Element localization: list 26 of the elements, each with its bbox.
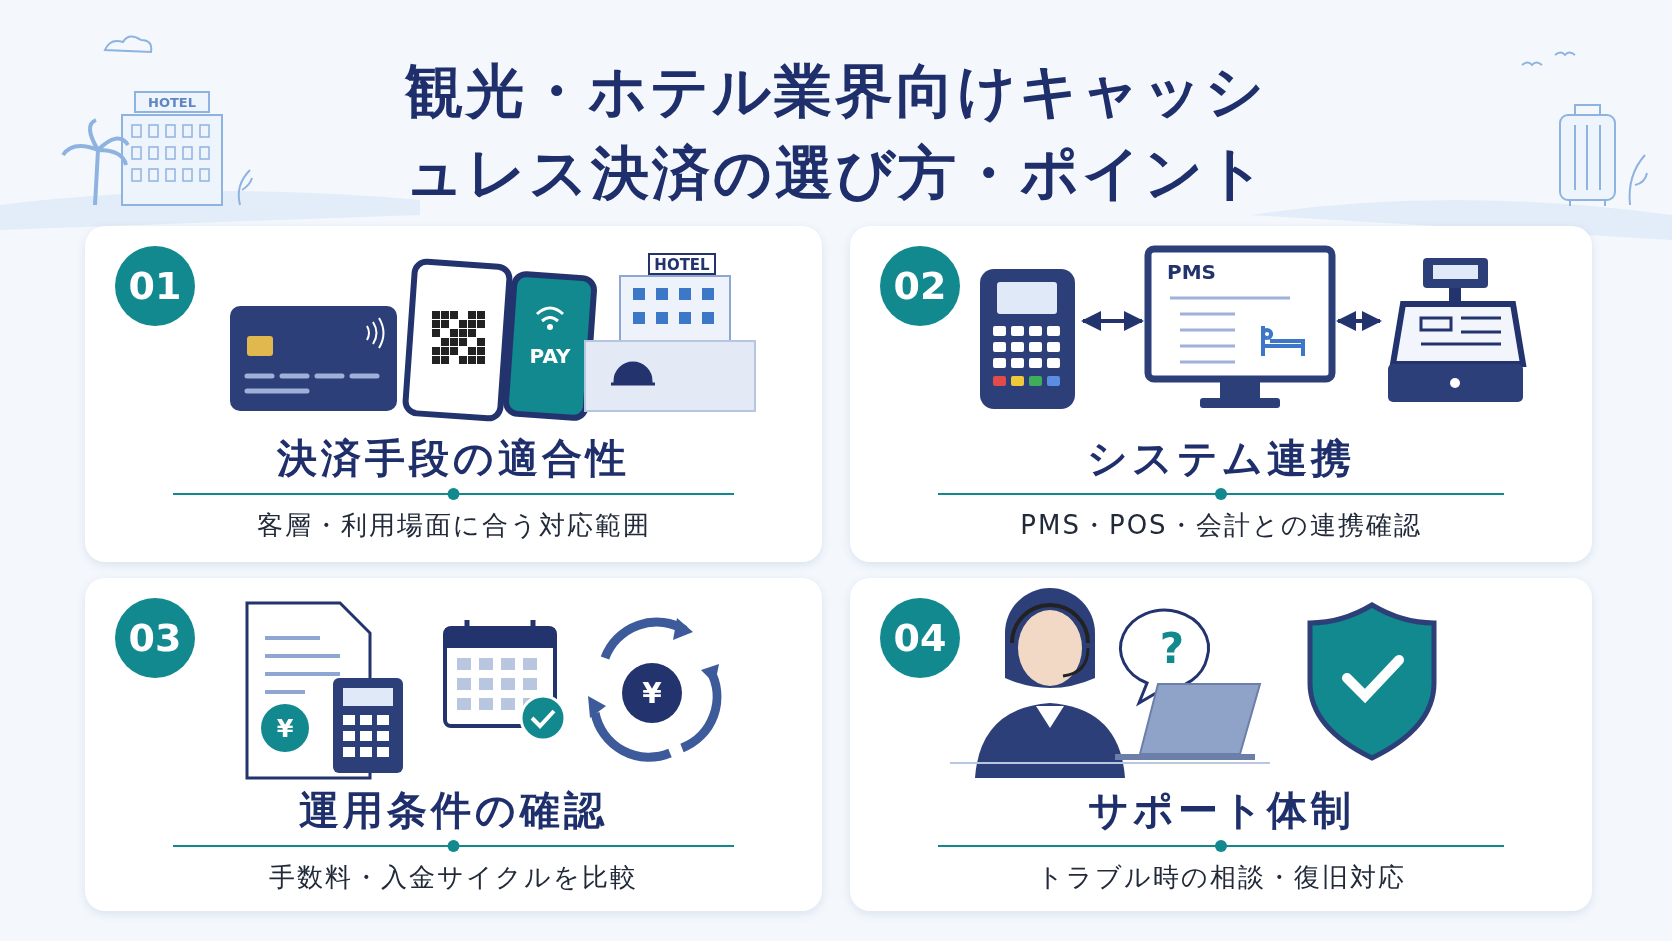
- card: [85, 578, 822, 911]
- pay-text: PAY: [529, 344, 571, 368]
- number-badge: 04: [880, 598, 960, 678]
- card: [85, 226, 822, 562]
- card-subtitle: PMS・POS・会計との連携確認: [1019, 509, 1423, 542]
- yen-sign: ¥: [642, 677, 662, 710]
- number-badge: 03: [115, 598, 195, 678]
- card-subtitle: 客層・利用場面に合う対応範囲: [255, 509, 652, 542]
- card: [850, 226, 1592, 562]
- double-arrow: [1081, 311, 1144, 331]
- card-heading: 運用条件の確認: [298, 786, 609, 835]
- double-arrow: [1336, 311, 1382, 331]
- number-badge: 02: [880, 246, 960, 326]
- screen-title: PMS: [1167, 260, 1216, 284]
- yen-sign: ¥: [276, 715, 294, 743]
- card: [850, 578, 1592, 911]
- title: 観光・ホテル業界向けキャッシュレス決済の選び方・ポイント: [403, 56, 1269, 209]
- card-heading: システム連携: [1086, 434, 1356, 483]
- sign-text: HOTEL: [148, 95, 196, 110]
- card-heading: サポート体制: [1086, 786, 1356, 835]
- card-heading: 決済手段の適合性: [276, 434, 631, 483]
- card-subtitle: トラブル時の相談・復旧対応: [1035, 861, 1407, 894]
- question-mark: ?: [1159, 624, 1185, 673]
- card-subtitle: 手数料・入金サイクルを比較: [268, 861, 639, 894]
- number-badge: 01: [115, 246, 195, 326]
- sign-text: HOTEL: [654, 256, 710, 274]
